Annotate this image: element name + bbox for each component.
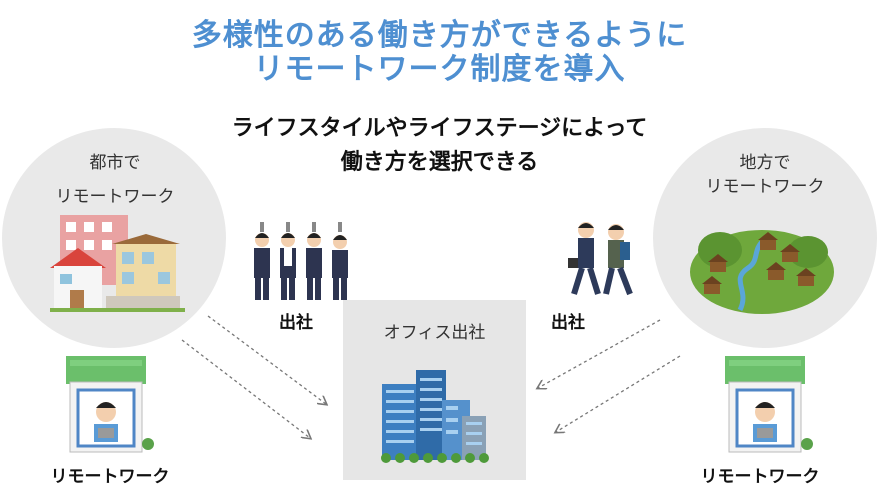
arrow-homeright-to-office: [556, 355, 681, 432]
arrow-city-to-office: [207, 315, 326, 404]
arrow-rural-to-office: [538, 319, 661, 388]
subtitle-line-2: 働き方を選択できる: [340, 150, 539, 175]
office-buildings-icon: [381, 370, 489, 463]
walking-commuters-icon: [568, 222, 633, 296]
commute-right-label: 出社: [551, 313, 585, 333]
remote-left-label: リモートワーク: [50, 467, 170, 487]
rural-remote-label-2: リモートワーク: [705, 177, 825, 197]
subtitle-line-1: ライフスタイルやライフステージによって: [231, 116, 648, 141]
village-icon: [690, 230, 834, 314]
city-houses-icon: [50, 215, 185, 312]
commuters-group-icon: [254, 222, 348, 300]
city-remote-label-2: リモートワーク: [55, 187, 175, 207]
remote-right-label: リモートワーク: [700, 467, 820, 487]
title-line-2: リモートワーク制度を導入: [253, 52, 626, 87]
remote-worker-house-left-icon: [66, 356, 154, 453]
title-line-1: 多様性のある働き方ができるように: [191, 18, 688, 53]
city-remote-label-1: 都市で: [89, 153, 141, 173]
commute-left-label: 出社: [279, 313, 313, 333]
rural-remote-label-1: 地方で: [739, 153, 791, 173]
office-label: オフィス出社: [383, 323, 486, 343]
remote-worker-house-right-icon: [725, 356, 813, 453]
arrow-homeleft-to-office: [181, 339, 310, 438]
